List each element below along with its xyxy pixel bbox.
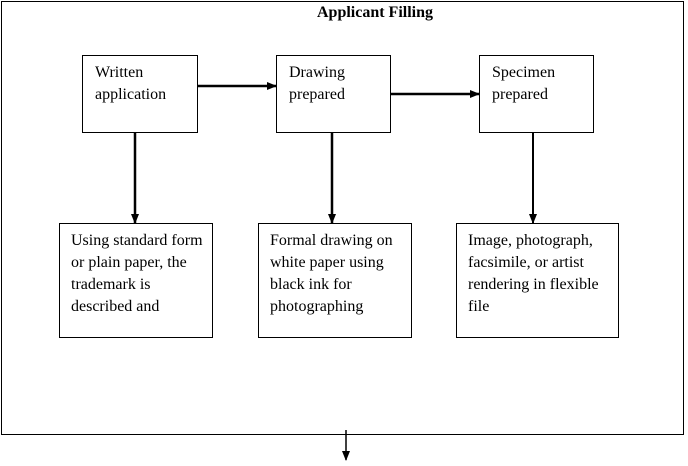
diagram-frame — [1, 1, 684, 435]
box-image-specimen: Image, photograph, facsimile, or artist … — [456, 223, 619, 338]
box-drawing-prepared-label: Drawing prepared — [289, 64, 345, 103]
box-standard-form-label: Using standard form or plain paper, the … — [71, 232, 203, 315]
box-drawing-prepared: Drawing prepared — [276, 55, 391, 133]
box-standard-form: Using standard form or plain paper, the … — [59, 223, 213, 338]
box-written-application-label: Written application — [95, 64, 167, 103]
box-formal-drawing-label: Formal drawing on white paper using blac… — [270, 232, 393, 315]
box-specimen-prepared-label: Specimen prepared — [492, 64, 556, 103]
box-image-specimen-label: Image, photograph, facsimile, or artist … — [468, 232, 599, 315]
box-written-application: Written application — [82, 55, 198, 133]
box-specimen-prepared: Specimen prepared — [479, 55, 594, 133]
diagram-title: Applicant Filling — [316, 4, 434, 21]
